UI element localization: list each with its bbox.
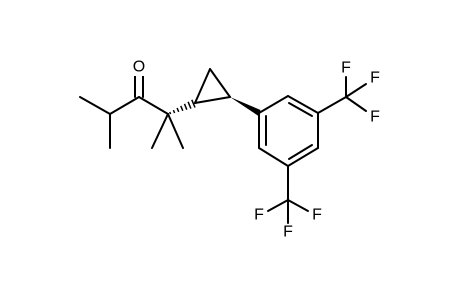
bond-cf3-bottom-f-left	[267, 199, 289, 212]
atom-label-fluorine-top: F	[341, 60, 351, 77]
bond-cf3-right-f-bottom	[345, 96, 367, 112]
fluorine-symbol: F	[283, 224, 293, 241]
bond-cyclopropane-a	[194, 68, 211, 104]
fluorine-symbol: F	[341, 60, 351, 77]
bond-cyclopropane-b	[209, 68, 231, 98]
hash-stroke	[183, 103, 188, 110]
bond-ring-5	[258, 147, 289, 167]
bond-ring-4	[287, 147, 319, 167]
bond-methyl-isopropyl-a	[79, 96, 111, 115]
atom-label-fluorine-right: F	[370, 70, 380, 87]
hash-stroke	[172, 109, 176, 114]
bond-ring-2	[287, 95, 319, 114]
fluorine-symbol: F	[370, 70, 380, 87]
hash-stroke	[180, 105, 184, 112]
atom-label-fluorine-bottom: F	[283, 224, 293, 241]
hash-stroke	[169, 111, 172, 115]
bond-ring-inner-b	[288, 144, 313, 160]
fluorine-symbol: F	[254, 207, 264, 224]
hashed-wedge-bond	[169, 99, 196, 115]
bond-ring-inner-a	[288, 102, 313, 117]
bond-cyclopropane-c	[194, 96, 231, 104]
atom-label-oxygen: O	[131, 58, 147, 76]
atom-label-fluorine-lower-right: F	[370, 109, 380, 126]
bond-cf3-right-f-right	[345, 83, 367, 98]
oxygen-symbol: O	[133, 59, 145, 76]
bond-isopropyl-carbonyl	[109, 96, 140, 115]
atom-label-fluorine-bottom-right: F	[312, 207, 322, 224]
solid-wedge-bond	[230, 97, 261, 116]
bond-ring-1	[258, 95, 289, 114]
fluorine-symbol: F	[312, 207, 322, 224]
hash-stroke	[191, 99, 196, 108]
fluorine-symbol: F	[370, 109, 380, 126]
hash-stroke	[176, 107, 180, 113]
bond-cf3-bottom-f-right	[287, 199, 309, 212]
atom-label-fluorine-bottom-left: F	[254, 207, 264, 224]
bond-gem-methyl-b	[167, 113, 184, 149]
hash-stroke	[187, 101, 192, 109]
bond-ring-to-cf3-right	[317, 96, 347, 114]
bond-carbonyl-quaternary	[138, 96, 169, 115]
bond-gem-methyl-a	[151, 113, 169, 149]
